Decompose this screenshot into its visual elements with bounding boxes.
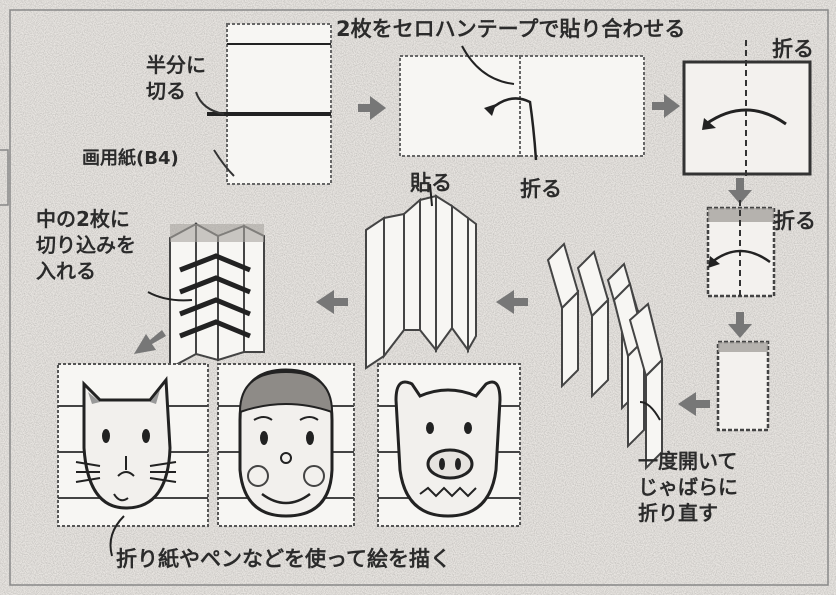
fold-arrow-head-icon: [702, 118, 716, 130]
cut-half-label-2: 切る: [146, 79, 186, 103]
step-accordion: [546, 242, 664, 471]
cut-half-label-1: 半分に: [146, 53, 206, 77]
paper-pointer: [213, 149, 235, 177]
tape-pointer: [461, 45, 515, 85]
step-slits: [147, 222, 265, 370]
fold-label-c: 折る: [774, 209, 816, 233]
fold-label-b: 折る: [772, 37, 814, 61]
step-folded-stack: [716, 340, 770, 432]
arrow-left-icon: [316, 290, 348, 314]
arrow-down-left-icon: [134, 330, 166, 354]
step-pasted-shape: [365, 183, 477, 370]
frame-border: [9, 9, 829, 586]
arrow-right-icon: [358, 96, 386, 120]
step-paper: [195, 23, 332, 185]
slits-label-3: 入れる: [36, 259, 96, 283]
slit-pointer: [147, 291, 193, 302]
face-child: [217, 363, 355, 527]
fold-arrow-head-icon: [708, 256, 720, 268]
refold-label-3: 折り直す: [638, 501, 718, 525]
slits-label-2: 切り込みを: [36, 233, 136, 257]
face-pig: [377, 363, 521, 527]
arrow-left-icon: [678, 392, 710, 416]
arrow-down-icon: [728, 312, 752, 338]
fold-curve-arrow: [489, 97, 538, 161]
refold-label-1: 一度開いて: [638, 449, 737, 473]
paste-label: 貼る: [410, 171, 452, 195]
arrow-left-icon: [496, 290, 528, 314]
fold-label-a: 折る: [520, 177, 562, 201]
refold-label-2: じゃばらに: [638, 475, 738, 499]
arrow-down-icon: [728, 178, 752, 204]
draw-pointer: [109, 515, 125, 557]
refold-pointer: [639, 401, 661, 421]
step-taped-halves: [399, 45, 645, 161]
fold-arrow-head-icon: [484, 104, 496, 116]
left-edge-tab: [0, 149, 9, 206]
top-instruction-label: 2枚をセロハンテープで貼り合わせる: [336, 17, 685, 41]
step-folded-twice: [706, 200, 776, 300]
slits-label-1: 中の2枚に: [36, 207, 130, 231]
face-cat: [57, 363, 209, 527]
step-folded-once: [682, 40, 812, 176]
paper-label: 画用紙(B4): [82, 147, 179, 169]
bottom-instruction-label: 折り紙やペンなどを使って絵を描く: [116, 547, 451, 571]
arrow-right-icon: [652, 94, 680, 118]
cut-pointer: [195, 91, 225, 115]
paste-pointer: [429, 183, 433, 207]
